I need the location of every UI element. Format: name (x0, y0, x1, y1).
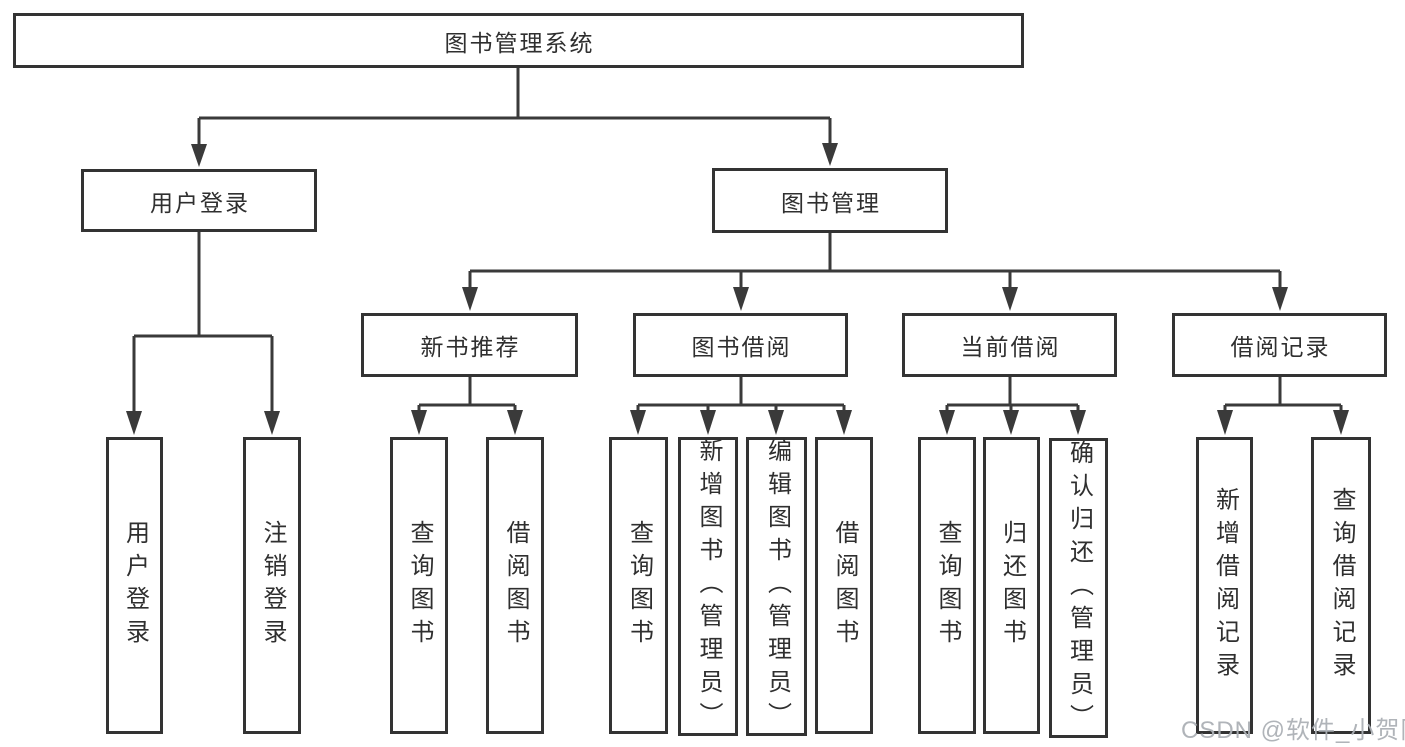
leaf-logout: 注销登录 (243, 437, 301, 734)
node-new-book-recommend-label: 新书推荐 (420, 334, 521, 360)
leaf-add-borrow-record-label: 新增借阅记录 (1211, 486, 1239, 685)
branch-new-book-recommend-connector (411, 377, 523, 435)
leaf-confirm-return-admin-label: 确认归还（管理员） (1065, 439, 1093, 737)
node-book-management-label: 图书管理 (781, 189, 881, 216)
leaf-edit-books-admin-label: 编辑图书（管理员） (763, 438, 791, 735)
leaf-add-borrow-record: 新增借阅记录 (1196, 437, 1253, 734)
leaf-query-books-borrow: 查询图书 (609, 437, 668, 734)
csdn-watermark: CSDN @软件_小贺同学 (1181, 717, 1405, 744)
node-root: 图书管理系统 (13, 13, 1024, 68)
leaf-edit-books-admin: 编辑图书（管理员） (746, 437, 807, 736)
leaf-query-books-recommend-label: 查询图书 (406, 519, 433, 652)
leaf-user-login-label: 用户登录 (121, 519, 149, 652)
node-borrow-records-label: 借阅记录 (1230, 334, 1331, 360)
leaf-query-books-borrow-label: 查询图书 (625, 519, 653, 652)
node-borrow-records: 借阅记录 (1172, 313, 1387, 377)
node-new-book-recommend: 新书推荐 (361, 313, 578, 377)
branch-book-borrow-connector (630, 377, 852, 435)
node-book-management: 图书管理 (712, 168, 948, 233)
node-book-borrow: 图书借阅 (633, 313, 848, 377)
branch-current-borrow-connector (939, 377, 1086, 435)
node-user-login-label: 用户登录 (150, 189, 250, 216)
branch-book-management-connector (462, 233, 1288, 311)
node-book-borrow-label: 图书借阅 (691, 334, 792, 360)
node-current-borrow-label: 当前借阅 (960, 334, 1061, 360)
leaf-confirm-return-admin: 确认归还（管理员） (1049, 438, 1108, 738)
leaf-user-login: 用户登录 (106, 437, 163, 734)
leaf-add-books-admin-label: 新增图书（管理员） (695, 438, 722, 735)
leaf-add-books-admin: 新增图书（管理员） (678, 437, 738, 736)
branch-user-login-connector (126, 232, 280, 435)
leaf-query-books-recommend: 查询图书 (390, 437, 448, 734)
leaf-borrow-books: 借阅图书 (815, 437, 873, 734)
leaf-query-books-current: 查询图书 (918, 437, 976, 734)
leaf-return-books: 归还图书 (983, 437, 1040, 734)
branch-root-connector (191, 68, 838, 167)
node-root-label: 图书管理系统 (444, 29, 595, 56)
leaf-query-borrow-record-label: 查询借阅记录 (1328, 486, 1355, 685)
branch-borrow-records-connector (1217, 377, 1349, 435)
leaf-borrow-books-recommend: 借阅图书 (486, 437, 544, 734)
leaf-query-books-current-label: 查询图书 (934, 519, 961, 652)
leaf-borrow-books-label: 借阅图书 (831, 519, 858, 652)
leaf-query-borrow-record: 查询借阅记录 (1311, 437, 1371, 734)
leaf-return-books-label: 归还图书 (998, 519, 1026, 652)
leaf-logout-label: 注销登录 (259, 519, 286, 652)
node-user-login: 用户登录 (81, 169, 317, 232)
leaf-borrow-books-recommend-label: 借阅图书 (502, 519, 529, 652)
node-current-borrow: 当前借阅 (902, 313, 1117, 377)
